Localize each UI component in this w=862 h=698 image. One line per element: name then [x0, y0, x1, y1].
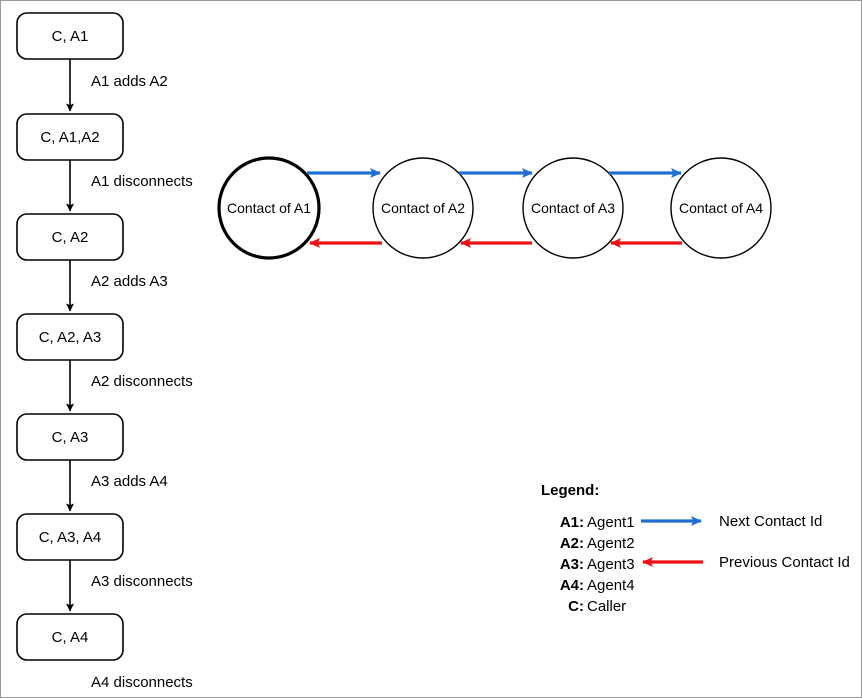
flow-node-box-2[interactable] [16, 113, 124, 161]
legend-entry-a4-key: A4: [559, 577, 584, 594]
chain-circle-label-2: Contact of A2 [380, 200, 466, 216]
chain-circle-label-4: Contact of A4 [678, 200, 764, 216]
legend-entry-a3-value: Agent3 [587, 556, 635, 573]
flow-edge-label-2: A1 disconnects [91, 173, 193, 190]
legend-sample-arrows [641, 516, 703, 567]
chain-circle-4[interactable] [670, 157, 772, 259]
flow-edge-label-5: A3 adds A4 [91, 473, 168, 490]
legend-next-contact-label: Next Contact Id [719, 513, 823, 530]
flow-node-box-6[interactable] [16, 513, 124, 561]
chain-circle-1[interactable] [217, 156, 321, 260]
flow-edge-label-6: A3 disconnects [91, 573, 193, 590]
legend-entry-a2-value: Agent2 [587, 535, 635, 552]
legend-title: Legend: [541, 482, 600, 499]
chain-circle-label-3: Contact of A3 [530, 200, 616, 216]
flow-node-box-7[interactable] [16, 613, 124, 661]
legend-entry-a1-value: Agent1 [587, 514, 635, 531]
legend-entry-c-value: Caller [587, 598, 627, 615]
legend-entry-a4-value: Agent4 [587, 577, 635, 594]
legend-previous-contact-label: Previous Contact Id [719, 554, 850, 571]
flow-node-shapes [16, 12, 124, 661]
flow-node-box-5[interactable] [16, 413, 124, 461]
flow-edge-label-7: A4 disconnects [91, 674, 193, 691]
flow-edge-label-3: A2 adds A3 [91, 273, 168, 290]
flow-node-box-4[interactable] [16, 313, 124, 361]
chain-circle-3[interactable] [522, 157, 624, 259]
flow-node-box-3[interactable] [16, 213, 124, 261]
flow-edge-label-4: A2 disconnects [91, 373, 193, 390]
chain-circle-label-1: Contact of A1 [226, 200, 312, 216]
flow-node-box-1[interactable] [16, 12, 124, 60]
legend-entry-a1-key: A1: [559, 514, 584, 531]
legend-entry-a2-key: A2: [559, 535, 584, 552]
legend-entry-c-key: C: [568, 598, 584, 615]
chain-circle-shapes [217, 156, 772, 260]
legend-entry-a3-key: A3: [559, 556, 584, 573]
flow-edge-label-1: A1 adds A2 [91, 73, 168, 90]
chain-circle-2[interactable] [372, 157, 474, 259]
